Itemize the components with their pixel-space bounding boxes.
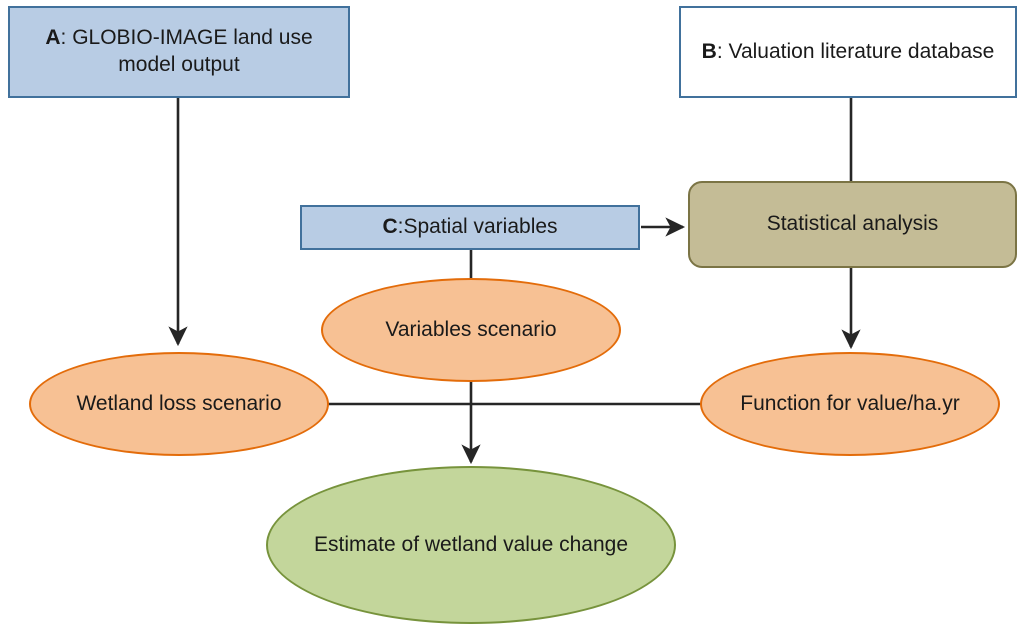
spatial-variables-box-label: C:Spatial variables [302, 214, 638, 241]
spatial-variables-box-separator: : [397, 215, 404, 239]
estimate-wetland-value-change-label: Estimate of wetland value change [313, 532, 629, 556]
valuation-literature-box-prefix: B [701, 39, 717, 63]
statistical-analysis-box[interactable]: Statistical analysis [688, 181, 1017, 268]
valuation-literature-box-separator: : [716, 39, 729, 63]
valuation-literature-box-label: B: Valuation literature database [681, 39, 1015, 66]
variables-scenario-label: Variables scenario [385, 317, 557, 341]
function-for-value-ellipse[interactable]: Function for value/ha.yr [700, 352, 1000, 456]
wetland-loss-scenario-label: Wetland loss scenario [76, 391, 282, 415]
spatial-variables-box-text: Spatial variables [403, 215, 558, 239]
globio-image-box-prefix: A [45, 26, 61, 50]
valuation-literature-box-text: Valuation literature database [728, 39, 995, 63]
wetland-loss-scenario-ellipse[interactable]: Wetland loss scenario [29, 352, 329, 456]
globio-image-box-separator: : [60, 26, 73, 50]
globio-image-box[interactable]: A: GLOBIO-IMAGE land use model output [8, 6, 350, 98]
valuation-literature-box[interactable]: B: Valuation literature database [679, 6, 1017, 98]
globio-image-box-label: A: GLOBIO-IMAGE land use model output [10, 25, 348, 79]
spatial-variables-box[interactable]: C:Spatial variables [300, 205, 640, 250]
globio-image-box-text: GLOBIO-IMAGE land use model output [72, 26, 313, 76]
variables-scenario-ellipse[interactable]: Variables scenario [321, 278, 621, 382]
spatial-variables-box-prefix: C [382, 215, 398, 239]
function-for-value-label: Function for value/ha.yr [740, 391, 960, 415]
estimate-wetland-value-change-ellipse[interactable]: Estimate of wetland value change [266, 466, 676, 624]
statistical-analysis-box-label: Statistical analysis [766, 212, 939, 236]
